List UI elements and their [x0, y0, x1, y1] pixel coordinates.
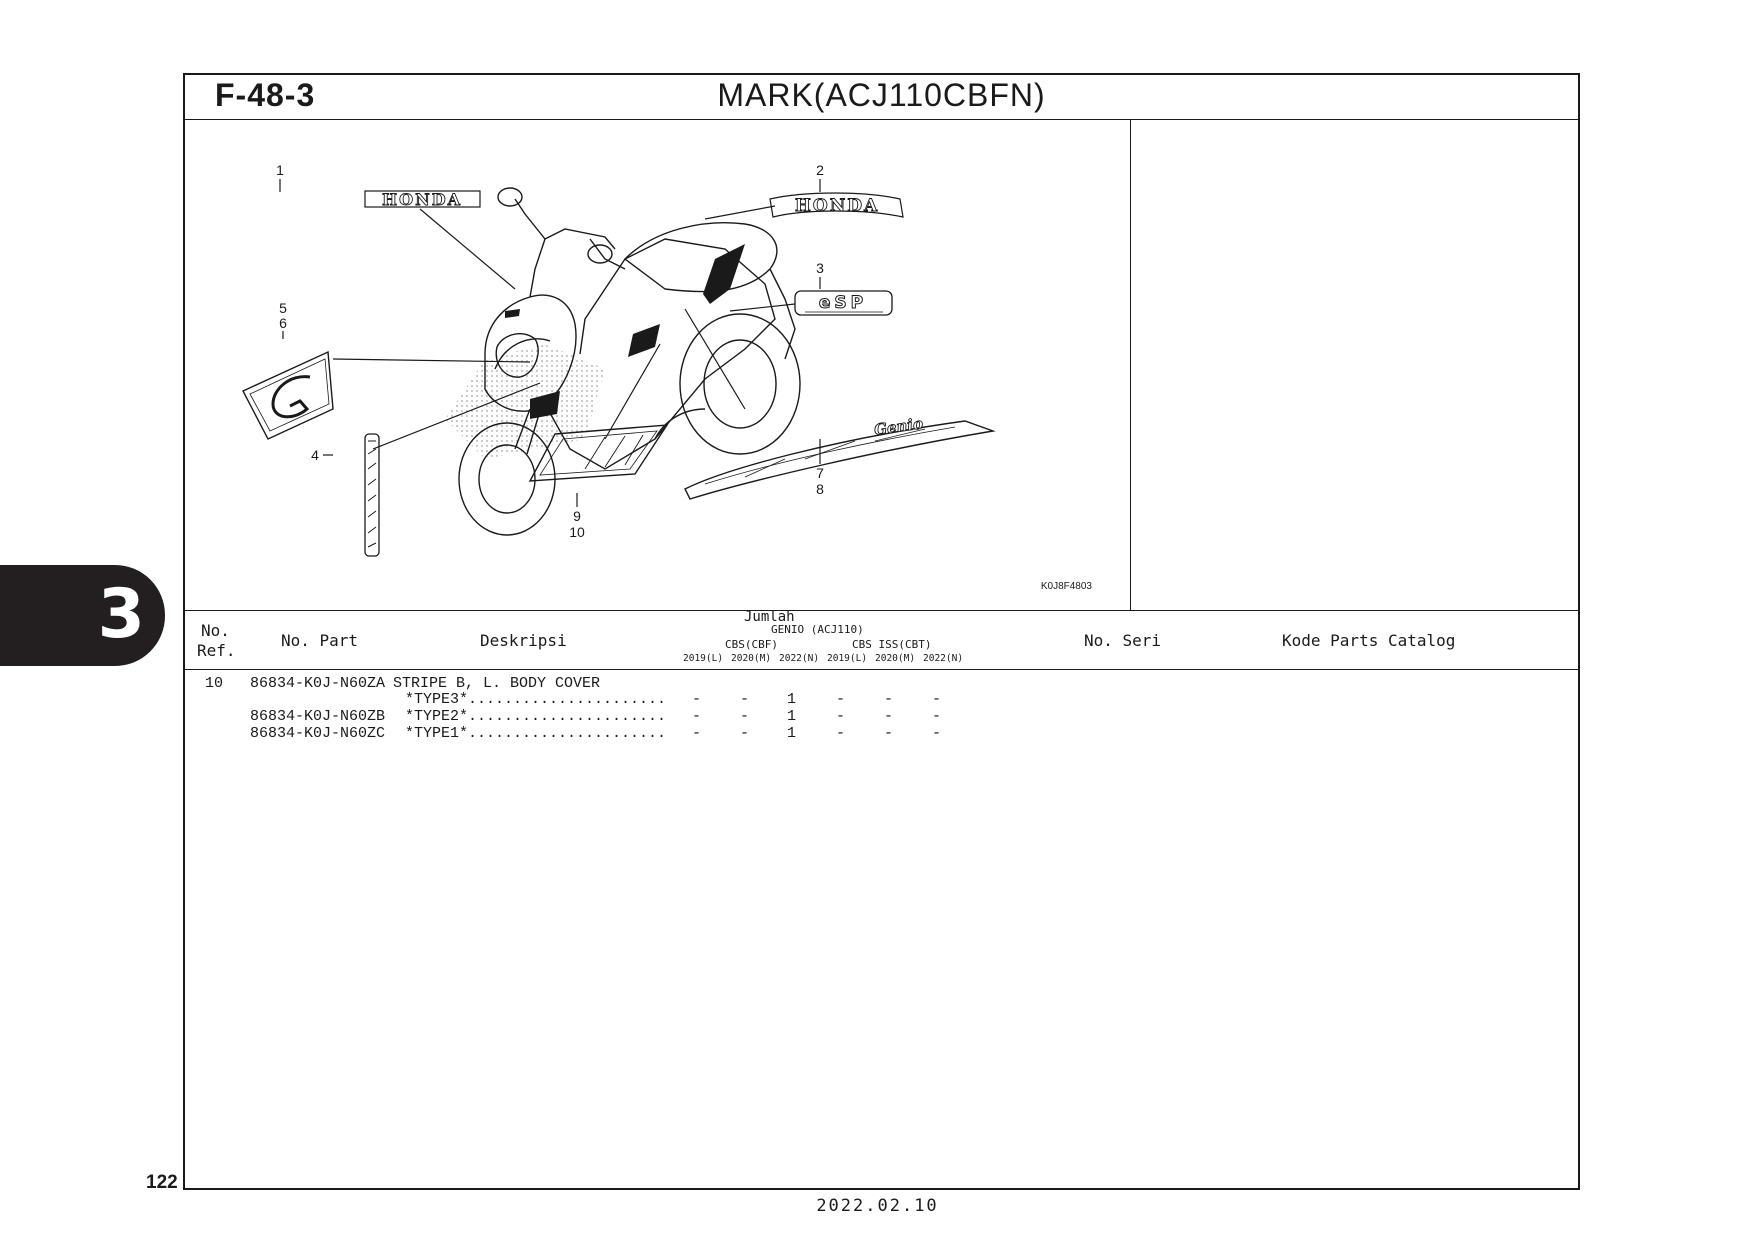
row-qty: - [836, 725, 846, 742]
title-bar: F-48-3 MARK(ACJ110CBFN) [185, 75, 1578, 120]
callout-6: 6 [279, 315, 287, 331]
svg-text:HONDA: HONDA [795, 196, 879, 216]
row-qty: - [884, 725, 894, 742]
row-qty: 1 [787, 708, 797, 725]
row-part-no: 86834-K0J-N60ZA [250, 675, 386, 692]
row-qty: - [692, 708, 702, 725]
table-header: No. Ref. No. Part Deskripsi Jumlah GENIO… [185, 609, 1578, 670]
figure-code: F-48-3 [215, 77, 316, 113]
header-year-2: 2020(M) [731, 653, 772, 664]
callout-9: 9 [573, 508, 581, 524]
page-number: 122 [146, 1172, 178, 1193]
row-qty: - [692, 691, 702, 708]
svg-text:HONDA: HONDA [382, 190, 462, 209]
row-qty: - [932, 725, 942, 742]
row-qty: - [836, 691, 846, 708]
row-qty: - [836, 708, 846, 725]
callout-2: 2 [816, 162, 824, 178]
header-serial: No. Seri [1084, 631, 1162, 650]
callout-1: 1 [276, 162, 284, 178]
exploded-diagram: HONDA HONDA eSP [185, 119, 1131, 610]
row-qty: - [740, 708, 750, 725]
row-description: STRIPE B, L. BODY COVER [393, 675, 601, 692]
header-group-a: CBS(CBF) [725, 638, 778, 651]
header-ref-line1: No. [201, 621, 230, 640]
header-quantity: Jumlah [744, 609, 795, 625]
row-qty: - [932, 691, 942, 708]
row-qty: - [740, 725, 750, 742]
figure-reference: K0J8F4803 [1040, 581, 1092, 592]
header-part-no: No. Part [281, 631, 359, 650]
header-year-3: 2022(N) [779, 653, 820, 664]
callout-numbers: 1 2 3 4 5 6 7 8 9 10 [276, 162, 824, 540]
callout-5: 5 [279, 300, 287, 316]
row-qty: - [932, 708, 942, 725]
parts-page-frame: F-48-3 MARK(ACJ110CBFN) [183, 73, 1580, 1190]
header-year-6: 2022(N) [923, 653, 964, 664]
footer-date: 2022.02.10 [816, 1196, 939, 1216]
scooter-illustration: HONDA HONDA eSP [242, 162, 996, 557]
callout-7: 7 [816, 465, 824, 481]
header-catalog: Kode Parts Catalog [1282, 631, 1456, 650]
row-description: *TYPE2*...................... [405, 708, 667, 725]
row-description: *TYPE1*...................... [405, 725, 667, 742]
section-tab[interactable]: 3 [0, 565, 165, 666]
header-group-b: CBS ISS(CBT) [852, 638, 932, 651]
g-emblem-decal [242, 350, 334, 440]
body-decals [505, 244, 745, 419]
row-ref: 10 [205, 675, 224, 692]
honda-decal-2: HONDA [769, 192, 904, 218]
row-qty: 1 [787, 725, 797, 742]
figure-title: MARK(ACJ110CBFN) [717, 77, 1046, 113]
row-qty: 1 [787, 691, 797, 708]
row-description: *TYPE3*...................... [405, 691, 667, 708]
row-qty: - [884, 708, 894, 725]
genio-long-stripe-decal: Genio [684, 414, 996, 500]
section-tab-number: 3 [97, 575, 145, 654]
callout-3: 3 [816, 260, 824, 276]
svg-text:Genio: Genio [873, 414, 924, 439]
svg-text:eSP: eSP [819, 293, 867, 313]
row-qty: - [692, 725, 702, 742]
header-model: GENIO (ACJ110) [771, 623, 864, 636]
header-year-1: 2019(L) [683, 653, 724, 664]
row-part-no: 86834-K0J-N60ZC [250, 725, 386, 742]
row-part-no: 86834-K0J-N60ZB [250, 708, 386, 725]
header-year-4: 2019(L) [827, 653, 868, 664]
header-year-5: 2020(M) [875, 653, 916, 664]
leader-lines [279, 179, 821, 507]
rect-stripe-decal [528, 424, 669, 482]
callout-10: 10 [569, 524, 585, 540]
callout-4: 4 [311, 447, 319, 463]
header-description: Deskripsi [480, 631, 567, 650]
row-qty: - [740, 691, 750, 708]
honda-decal-1: HONDA [364, 190, 481, 209]
vertical-stripe-decal [364, 433, 380, 557]
header-ref-line2: Ref. [197, 641, 236, 660]
callout-8: 8 [816, 481, 824, 497]
esp-decal: eSP [794, 290, 893, 316]
row-qty: - [884, 691, 894, 708]
